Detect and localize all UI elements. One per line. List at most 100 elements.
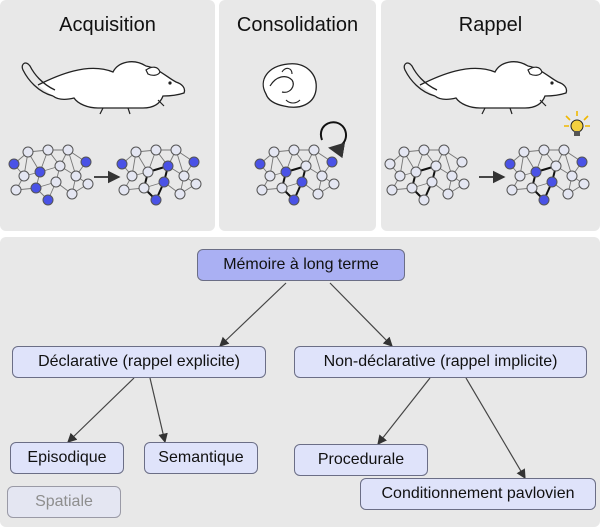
box-long-term-memory: Mémoire à long terme — [197, 249, 405, 281]
network-node — [170, 144, 182, 156]
network-node — [30, 182, 42, 194]
network-node — [276, 182, 288, 194]
network-node — [562, 188, 574, 200]
panel-title-acquisition: Acquisition — [59, 14, 156, 36]
network-node — [576, 156, 588, 168]
network-node — [394, 170, 406, 182]
neural-network-icon — [504, 144, 590, 206]
network-node — [328, 178, 340, 190]
network-node — [558, 144, 570, 156]
box-procedurale: Procedurale — [294, 444, 428, 476]
network-node — [506, 184, 518, 196]
network-node — [442, 188, 454, 200]
network-node — [34, 166, 46, 178]
network-node — [80, 156, 92, 168]
network-node — [10, 184, 22, 196]
network-node — [538, 144, 550, 156]
network-node — [264, 170, 276, 182]
network-node — [384, 158, 396, 170]
box-conditionnement-pavlovien: Conditionnement pavlovien — [360, 478, 596, 510]
network-node — [296, 176, 308, 188]
network-node — [268, 146, 280, 158]
network-node — [438, 144, 450, 156]
rat-icon — [403, 61, 568, 115]
network-node — [538, 194, 550, 206]
rat-icon — [21, 61, 186, 115]
network-node — [410, 166, 422, 178]
neural-network-icon — [254, 144, 340, 206]
network-node — [70, 170, 82, 182]
network-node — [162, 160, 174, 172]
panel-title-rappel: Rappel — [458, 14, 523, 36]
network-node — [54, 160, 66, 172]
network-node — [426, 176, 438, 188]
network-node — [280, 166, 292, 178]
network-node — [18, 170, 30, 182]
sleeping-rat-icon — [262, 63, 317, 108]
network-node — [256, 184, 268, 196]
network-node — [174, 188, 186, 200]
network-node — [578, 178, 590, 190]
network-node — [446, 170, 458, 182]
network-node — [178, 170, 190, 182]
loop-arrow-icon — [319, 121, 348, 159]
network-node — [386, 184, 398, 196]
network-node — [550, 160, 562, 172]
box-semantique: Semantique — [144, 442, 258, 474]
neural-network-icon — [384, 144, 470, 206]
network-node — [326, 156, 338, 168]
network-node — [288, 194, 300, 206]
network-node — [62, 144, 74, 156]
network-node — [66, 188, 78, 200]
network-node — [418, 144, 430, 156]
network-node — [546, 176, 558, 188]
tree-arrow — [465, 377, 526, 480]
network-node — [518, 146, 530, 158]
box-spatiale: Spatiale — [7, 486, 121, 518]
network-node — [42, 144, 54, 156]
network-node — [158, 176, 170, 188]
network-node — [190, 178, 202, 190]
network-node — [288, 144, 300, 156]
network-node — [116, 158, 128, 170]
network-node — [188, 156, 200, 168]
network-node — [456, 156, 468, 168]
network-node — [458, 178, 470, 190]
tree-arrow — [377, 377, 431, 445]
network-node — [8, 158, 20, 170]
network-node — [130, 146, 142, 158]
network-node — [22, 146, 34, 158]
network-node — [514, 170, 526, 182]
network-node — [50, 176, 62, 188]
tree-arrow — [67, 377, 135, 443]
network-node — [406, 182, 418, 194]
network-node — [254, 158, 266, 170]
network-node — [504, 158, 516, 170]
tree-arrow — [149, 377, 168, 444]
network-node — [312, 188, 324, 200]
network-node — [530, 166, 542, 178]
neural-network-icon — [8, 144, 94, 206]
box-episodique: Episodique — [10, 442, 124, 474]
network-node — [142, 166, 154, 178]
network-node — [150, 144, 162, 156]
network-node — [42, 194, 54, 206]
neural-network-icon — [116, 144, 202, 206]
tree-arrow — [219, 282, 287, 347]
network-node — [526, 182, 538, 194]
tree-arrow — [329, 282, 393, 347]
network-node — [316, 170, 328, 182]
network-node — [300, 160, 312, 172]
network-node — [126, 170, 138, 182]
box-non-declarative: Non-déclarative (rappel implicite) — [294, 346, 587, 378]
network-node — [150, 194, 162, 206]
network-node — [308, 144, 320, 156]
network-node — [418, 194, 430, 206]
network-node — [82, 178, 94, 190]
network-node — [118, 184, 130, 196]
network-node — [566, 170, 578, 182]
box-declarative: Déclarative (rappel explicite) — [12, 346, 266, 378]
network-node — [430, 160, 442, 172]
network-node — [398, 146, 410, 158]
